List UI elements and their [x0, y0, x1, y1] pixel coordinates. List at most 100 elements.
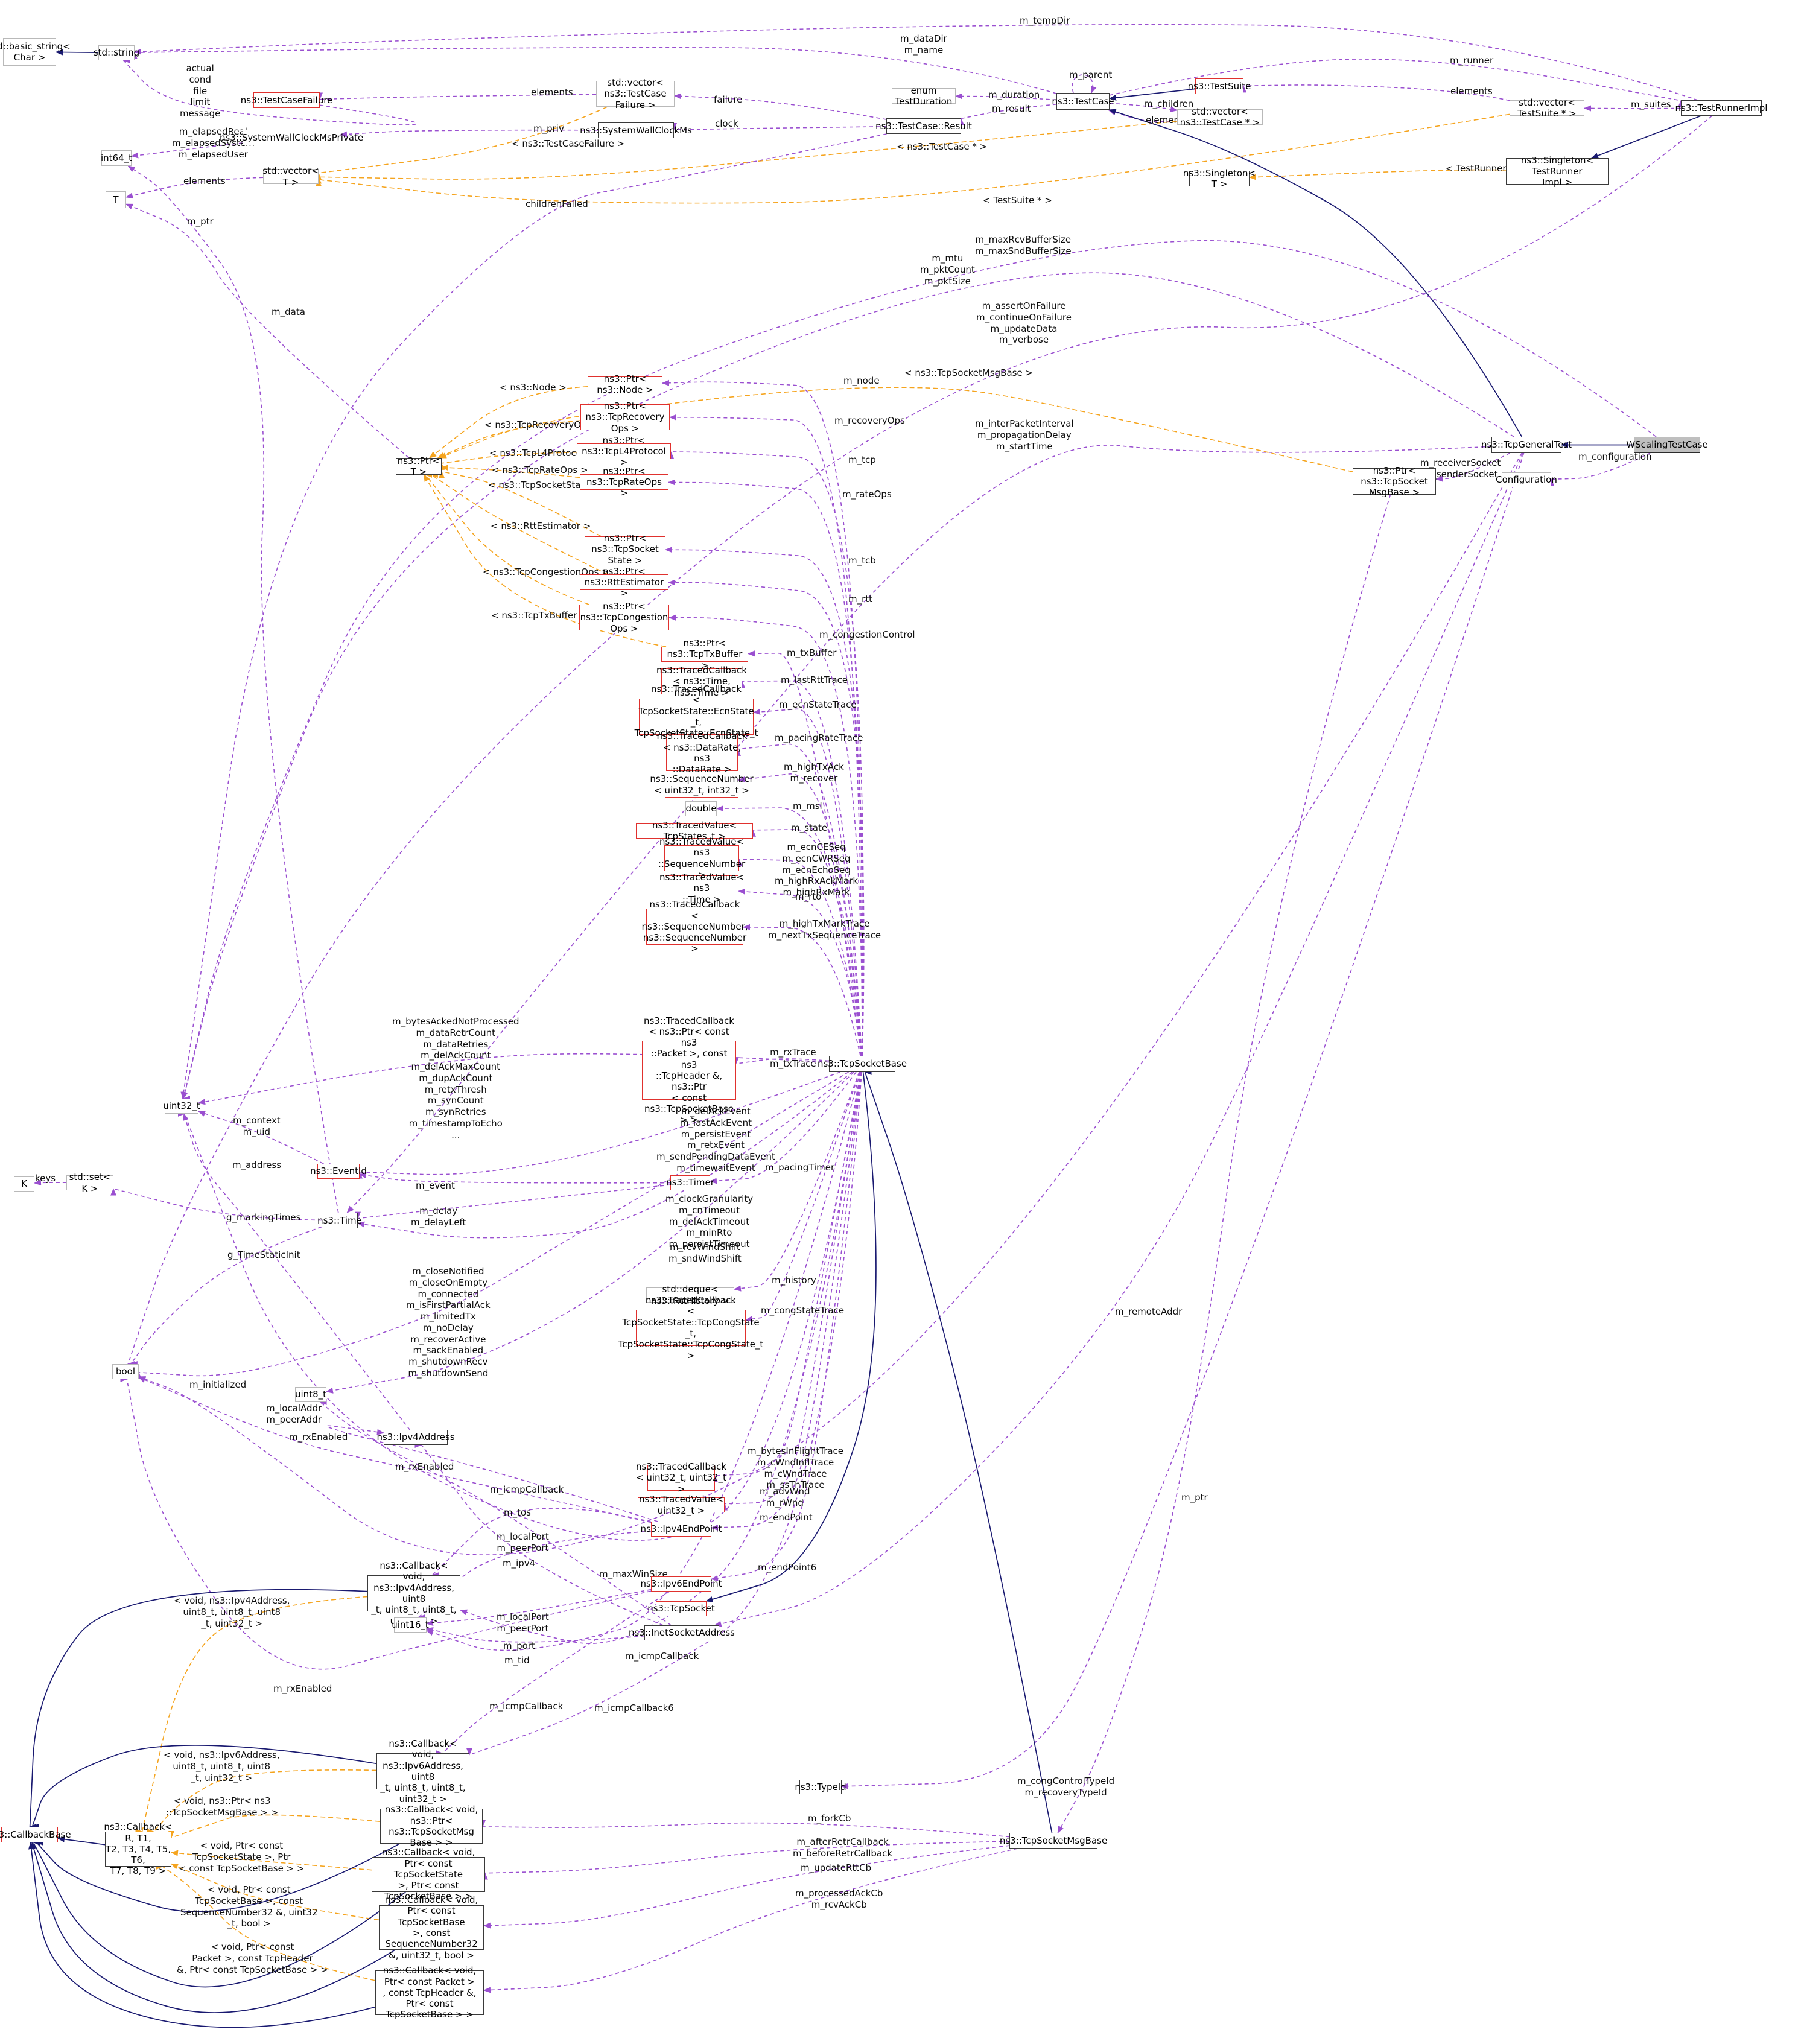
- class-node-cbseq[interactable]: ns3::Callback< void, Ptr< const TcpSocke…: [379, 1894, 484, 1961]
- class-node-pstate[interactable]: ns3::Ptr< ns3::TcpSocket State >: [585, 533, 665, 566]
- class-node-singTRI[interactable]: ns3::Singleton< TestRunner Impl >: [1506, 155, 1609, 188]
- class-node-cbpkt[interactable]: ns3::Callback< void, Ptr< const Packet >…: [375, 1965, 484, 2020]
- edge-tsb-tvstates: [752, 827, 862, 1056]
- class-node-cb4[interactable]: ns3::Callback< void, ns3::Ipv4Address, u…: [367, 1560, 460, 1627]
- class-node-timer[interactable]: ns3::Timer: [666, 1175, 714, 1190]
- class-node-tvu32[interactable]: ns3::TracedValue< uint32_t >: [638, 1494, 725, 1516]
- class-node-ptrT[interactable]: ns3::Ptr< T >: [396, 455, 442, 477]
- class-node-swcm[interactable]: ns3::SystemWallClockMs: [580, 122, 692, 138]
- class-node-tcecn[interactable]: ns3::TracedCallback < TcpSocketState::Ec…: [634, 684, 758, 749]
- class-node-vtcf[interactable]: std::vector< ns3::TestCase Failure >: [596, 77, 675, 110]
- class-node-cbstate[interactable]: ns3::Callback< void, Ptr< const TcpSocke…: [372, 1847, 485, 1902]
- class-node-tccong[interactable]: ns3::TracedCallback < TcpSocketState::Tc…: [618, 1295, 764, 1361]
- edge-tsb-tvtime: [738, 888, 862, 1056]
- edge-tsb-u32: [184, 1071, 862, 1541]
- class-node-T[interactable]: T: [106, 191, 126, 208]
- edge-msgbase-cbstate: [484, 1841, 1010, 1877]
- class-node-cbbase[interactable]: ns3::CallbackBase: [0, 1827, 71, 1842]
- class-node-prate[interactable]: ns3::Ptr< ns3::TcpRateOps >: [580, 466, 668, 498]
- class-node-tvtime[interactable]: ns3::TracedValue< ns3 ::Time >: [659, 872, 745, 905]
- class-node-typeid[interactable]: ns3::TypeId: [795, 1780, 846, 1794]
- edge-inet-u16: [426, 1628, 645, 1643]
- class-node-tcu32[interactable]: ns3::TracedCallback < uint32_t, uint32_t…: [636, 1461, 726, 1494]
- class-node-dbl[interactable]: double: [685, 801, 717, 816]
- edge-tc-tcres: [961, 103, 1057, 121]
- class-node-tcss[interactable]: ns3::TracedCallback < ns3::SequenceNumbe…: [641, 899, 748, 954]
- class-node-inet[interactable]: ns3::InetSocketAddress: [629, 1625, 735, 1640]
- class-node-K[interactable]: K: [14, 1176, 34, 1192]
- class-node-tcdr[interactable]: ns3::TracedCallback < ns3::DataRate, ns3…: [656, 731, 748, 775]
- class-node-u32[interactable]: uint32_t: [163, 1099, 200, 1114]
- class-node-ptrmsg[interactable]: ns3::Ptr< ns3::TcpSocket MsgBase >: [1353, 465, 1436, 498]
- class-node-tctt[interactable]: ns3::TracedCallback < ns3::Time, ns3::Ti…: [656, 665, 747, 698]
- edge-tsb-tvseq: [738, 856, 862, 1056]
- edge-tsb-evid: [359, 1071, 840, 1176]
- class-node-bool[interactable]: bool: [112, 1364, 139, 1379]
- edge-timer-evid: [359, 1172, 671, 1184]
- edge-cbR-cbbase: [57, 1836, 106, 1846]
- edge-tgt-typeid: [841, 452, 1525, 1791]
- edge-prtt-ptrT: [431, 474, 608, 575]
- class-node-ep4[interactable]: ns3::Ipv4EndPoint: [640, 1522, 722, 1537]
- class-node-vtsp[interactable]: std::vector< TestSuite * >: [1510, 97, 1584, 119]
- class-node-tcfail[interactable]: ns3::TestCaseFailure: [241, 92, 332, 108]
- class-node-msgbase[interactable]: ns3::TcpSocketMsgBase: [1000, 1833, 1107, 1849]
- class-node-pl4[interactable]: ns3::Ptr< ns3::TcpL4Protocol >: [577, 435, 671, 468]
- edge-msgbase-cbpkt: [483, 1848, 1018, 1993]
- class-node-seqn[interactable]: ns3::SequenceNumber < uint32_t, int32_t …: [650, 772, 754, 798]
- class-node-u16[interactable]: uint16_t: [392, 1617, 429, 1633]
- class-node-int64[interactable]: int64_t: [101, 150, 132, 166]
- class-node-ts[interactable]: ns3::TestSuite: [1188, 78, 1251, 94]
- class-node-tcpsock[interactable]: ns3::TcpSocket: [647, 1601, 715, 1616]
- class-node-tsb[interactable]: ns3::TcpSocketBase: [818, 1056, 907, 1072]
- edge-tgt-time: [346, 445, 1492, 1213]
- edge-tsb-deq: [734, 1071, 860, 1295]
- edge-cbstate-cbR: [171, 1852, 372, 1871]
- class-node-b_string[interactable]: std::basic_string< Char >: [0, 38, 71, 66]
- class-node-precov[interactable]: ns3::Ptr< ns3::TcpRecovery Ops >: [580, 401, 670, 434]
- class-node-wstc[interactable]: WScalingTestCase: [1626, 437, 1708, 453]
- edge-tsb-bool: [138, 1071, 849, 1377]
- class-node-tvseq[interactable]: ns3::TracedValue< ns3 ::SequenceNumber >: [658, 836, 746, 880]
- class-node-string[interactable]: std::string: [94, 45, 139, 60]
- class-node-pnode[interactable]: ns3::Ptr< ns3::Node >: [588, 373, 662, 395]
- edge-ep4-bool: [138, 1377, 652, 1523]
- class-node-swcmp[interactable]: ns3::SystemWallClockMsPrivate: [220, 130, 363, 145]
- edge-tri-bool: [127, 115, 1713, 1365]
- edge-tsb-cb6: [469, 1071, 862, 1756]
- edge-tc-tc: [1072, 74, 1097, 94]
- class-node-tcres[interactable]: ns3::TestCase::Result: [875, 118, 972, 134]
- edge-tsb-pcong: [668, 612, 863, 1056]
- class-node-cbmsg[interactable]: ns3::Callback< void, ns3::Ptr< ns3::TcpS…: [380, 1804, 483, 1848]
- edge-ep6-bool: [125, 1379, 652, 1670]
- class-node-ip4a[interactable]: ns3::Ipv4Address: [376, 1430, 455, 1445]
- edge-tsb-ep4: [711, 1071, 862, 1531]
- class-node-tri[interactable]: ns3::TestRunnerImpl: [1675, 100, 1767, 116]
- class-node-tc[interactable]: ns3::TestCase: [1052, 93, 1114, 110]
- class-node-singT[interactable]: ns3::Singleton< T >: [1183, 167, 1256, 189]
- class-node-conf[interactable]: Configuration: [1496, 472, 1557, 487]
- class-node-tcpkt[interactable]: ns3::TracedCallback < ns3::Ptr< const ns…: [642, 1015, 736, 1125]
- edge-msgbase-tsb: [864, 1071, 1053, 1833]
- edge-tsb-pl4: [670, 449, 864, 1056]
- edge-cb4-cbR: [140, 1596, 368, 1832]
- class-node-vtcp[interactable]: std::vector< ns3::TestCase * >: [1177, 106, 1263, 128]
- class-node-evid[interactable]: ns3::EventId: [310, 1164, 367, 1179]
- class-node-etd[interactable]: enum TestDuration: [892, 85, 956, 107]
- edge-vtcp-tc: [1107, 109, 1178, 122]
- class-node-setK[interactable]: std::set< K >: [66, 1172, 113, 1194]
- class-node-ptxb[interactable]: ns3::Ptr< ns3::TcpTxBuffer >: [661, 638, 748, 671]
- edge-ptrmsg-ptrT: [439, 387, 1353, 472]
- edge-ptrmsg-msgbase: [1057, 494, 1391, 1833]
- class-node-cb6[interactable]: ns3::Callback< void, ns3::Ipv6Address, u…: [376, 1738, 469, 1804]
- class-node-ep6[interactable]: ns3::Ipv6EndPoint: [640, 1576, 722, 1592]
- class-node-cbR[interactable]: ns3::Callback< R, T1, T2, T3, T4, T5, T6…: [104, 1821, 173, 1877]
- class-node-time[interactable]: ns3::Time: [317, 1213, 362, 1228]
- class-node-u8[interactable]: uint8_t: [295, 1387, 326, 1402]
- class-node-vecT[interactable]: std::vector< T >: [262, 165, 319, 188]
- class-node-prtt[interactable]: ns3::Ptr< ns3::RttEstimator >: [580, 566, 668, 598]
- edge-wstc-conf: [1551, 452, 1651, 482]
- class-node-tgt[interactable]: ns3::TcpGeneralTest: [1481, 437, 1572, 453]
- class-node-pcong[interactable]: ns3::Ptr< ns3::TcpCongestion Ops >: [579, 601, 669, 634]
